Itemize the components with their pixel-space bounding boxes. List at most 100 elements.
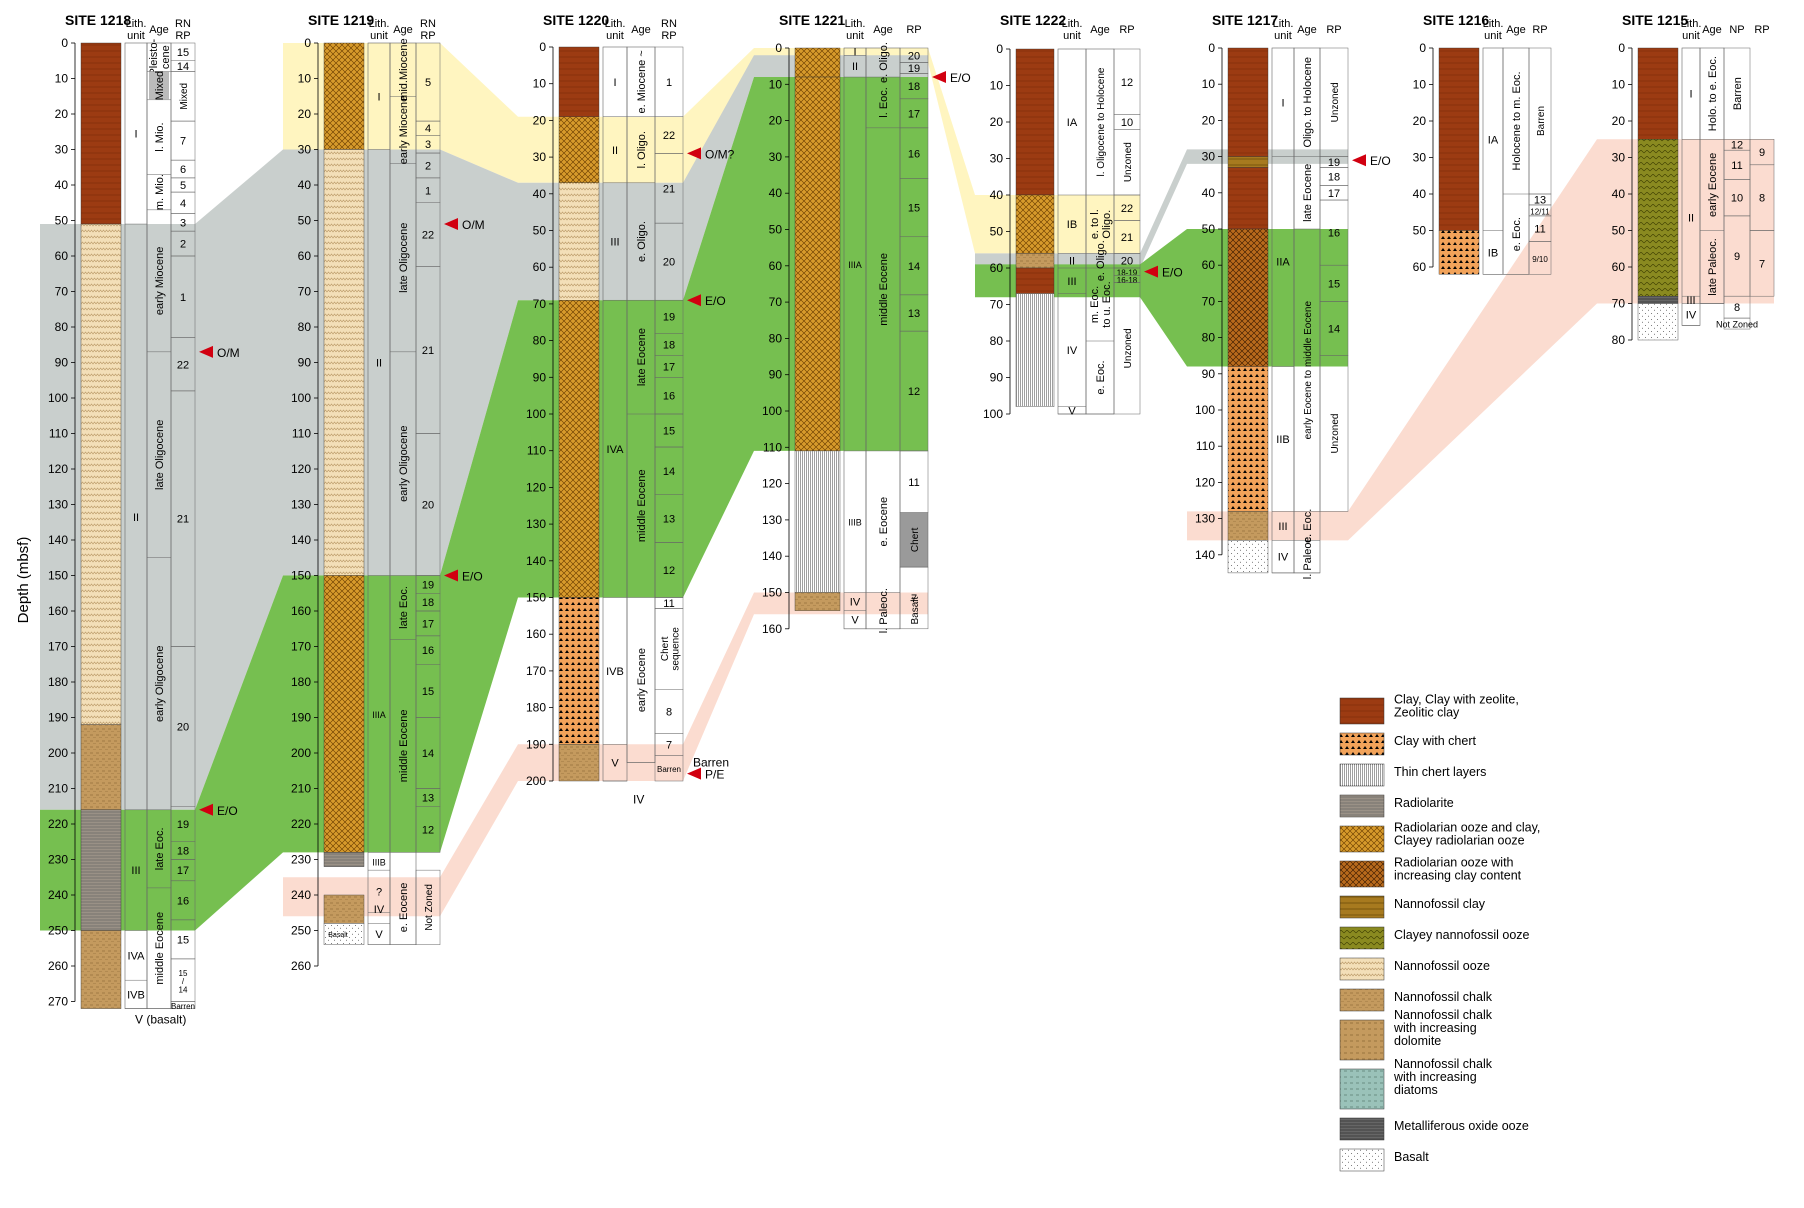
age-label: early Eocene to middle Eocene bbox=[1303, 301, 1314, 440]
lithology-thin_chert bbox=[1015, 293, 1055, 407]
zone-label: 12 bbox=[908, 386, 920, 398]
boundary-marker-label: E/O bbox=[950, 71, 971, 85]
depth-tick-label: 130 bbox=[1195, 512, 1215, 526]
litho-unit-label: IIIA bbox=[372, 710, 386, 720]
depth-tick-label: 260 bbox=[291, 959, 311, 973]
boundary-marker-icon bbox=[687, 767, 701, 780]
lithology-rad_ooze bbox=[558, 300, 600, 598]
depth-tick-label: 160 bbox=[526, 627, 546, 641]
np-zone-cell bbox=[1723, 317, 1751, 330]
column-header: Lith.unit bbox=[1062, 18, 1083, 42]
site-note: Barren bbox=[693, 756, 729, 770]
zone-label: 8 bbox=[1759, 193, 1765, 205]
zone-label: 12 bbox=[1121, 77, 1133, 89]
depth-tick-label: 170 bbox=[48, 640, 68, 654]
depth-tick-label: 150 bbox=[48, 569, 68, 583]
eocene-band bbox=[40, 77, 928, 931]
depth-tick-label: 30 bbox=[1413, 151, 1427, 165]
age-label: e. Eocene bbox=[878, 497, 890, 547]
lithology-clay bbox=[1227, 167, 1269, 230]
depth-tick-label: 20 bbox=[1413, 114, 1427, 128]
zone-label: 17 bbox=[177, 865, 189, 877]
litho-unit-label: II bbox=[1069, 256, 1075, 268]
legend-label: Nannofossil ooze bbox=[1394, 959, 1490, 973]
zone-cell bbox=[1528, 241, 1552, 275]
depth-tick-label: 0 bbox=[539, 40, 546, 54]
column-header: Age bbox=[873, 24, 893, 36]
column-header: Lith.unit bbox=[605, 18, 626, 42]
age-label: early Miocene bbox=[154, 247, 166, 315]
boundary-marker-label: E/O bbox=[705, 294, 726, 308]
zone-label: 3 bbox=[180, 217, 186, 229]
age-label: late Eoc. bbox=[398, 586, 410, 629]
zone-label: Not Zoned bbox=[424, 884, 435, 931]
zone-label: 17 bbox=[1328, 188, 1340, 200]
zone-label: 17 bbox=[663, 361, 675, 373]
depth-tick-label: 180 bbox=[291, 675, 311, 689]
np-zone-label: 12 bbox=[1731, 140, 1743, 152]
zone-label: 14 bbox=[1328, 324, 1340, 336]
np-zone-label: 8 bbox=[1734, 302, 1740, 314]
zone-cell bbox=[1749, 230, 1775, 297]
zone-label: 14 bbox=[177, 61, 189, 73]
legend-swatch-rad_ooze bbox=[1339, 825, 1385, 853]
lithology-nanno bbox=[80, 223, 122, 725]
zone-label: 13 bbox=[663, 514, 675, 526]
age-label: e. to l.Oligo. bbox=[1089, 209, 1113, 239]
litho-unit-label: IB bbox=[1488, 247, 1498, 259]
depth-tick-label: 50 bbox=[1413, 224, 1427, 238]
zone-label: Unzoned bbox=[1330, 414, 1341, 454]
zone-label: 1 bbox=[666, 77, 672, 89]
depth-tick-label: 110 bbox=[49, 427, 68, 441]
litho-unit-label: IVB bbox=[606, 666, 624, 678]
depth-tick-label: 10 bbox=[1413, 78, 1427, 92]
miocene-band bbox=[283, 43, 1140, 254]
lithology-clay_chert bbox=[1438, 230, 1480, 275]
age-label: e. Eoc. bbox=[1302, 509, 1314, 543]
zone-label: 4 bbox=[180, 198, 186, 210]
zone-cell bbox=[899, 512, 929, 568]
boundary-marker-label: O/M bbox=[462, 218, 485, 232]
zone-label: 19 bbox=[422, 579, 434, 591]
zone-label: 19 bbox=[1328, 157, 1340, 169]
zone-label: 7 bbox=[180, 136, 186, 148]
depth-tick-label: 110 bbox=[763, 440, 782, 454]
litho-unit-label: II bbox=[612, 145, 618, 157]
age-label: mid.Miocene bbox=[398, 38, 410, 100]
zone-label: 11 bbox=[663, 598, 674, 610]
depth-tick-label: 0 bbox=[1618, 41, 1625, 55]
zone-label: 5 bbox=[425, 77, 431, 89]
zone-label: 19 bbox=[908, 63, 920, 75]
depth-tick-label: 30 bbox=[55, 143, 69, 157]
zone-cell bbox=[170, 1001, 196, 1009]
lithology-rad_clay bbox=[1227, 228, 1269, 367]
depth-tick-label: 230 bbox=[291, 853, 311, 867]
depth-tick-label: 10 bbox=[769, 77, 783, 91]
zone-label: 19 bbox=[663, 312, 675, 324]
depth-tick-label: 40 bbox=[1202, 186, 1216, 200]
depth-tick-label: 20 bbox=[769, 114, 783, 128]
zone-cell bbox=[1319, 355, 1349, 512]
site-title: SITE 1222 bbox=[1000, 12, 1066, 28]
lithology-nanno_chalk bbox=[1227, 511, 1269, 541]
site-title: SITE 1220 bbox=[543, 12, 609, 28]
zone-label: 13 bbox=[422, 792, 434, 804]
zone-label: 16 bbox=[663, 391, 675, 403]
legend: Clay, Clay with zeolite,Zeolitic clayCla… bbox=[1339, 692, 1540, 1172]
depth-tick-label: 170 bbox=[291, 640, 311, 654]
depth-tick-label: 140 bbox=[526, 554, 546, 568]
depth-tick-label: 110 bbox=[527, 444, 546, 458]
litho-unit-label: IIIB bbox=[848, 518, 862, 528]
oligocene-band-east bbox=[975, 149, 1348, 268]
zone-label: 5 bbox=[180, 180, 186, 192]
zone-label: 4 bbox=[425, 123, 431, 135]
depth-tick-label: 10 bbox=[1612, 78, 1626, 92]
depth-tick-label: 140 bbox=[291, 533, 311, 547]
depth-tick-label: 0 bbox=[996, 42, 1003, 56]
depth-tick-label: 30 bbox=[769, 150, 783, 164]
